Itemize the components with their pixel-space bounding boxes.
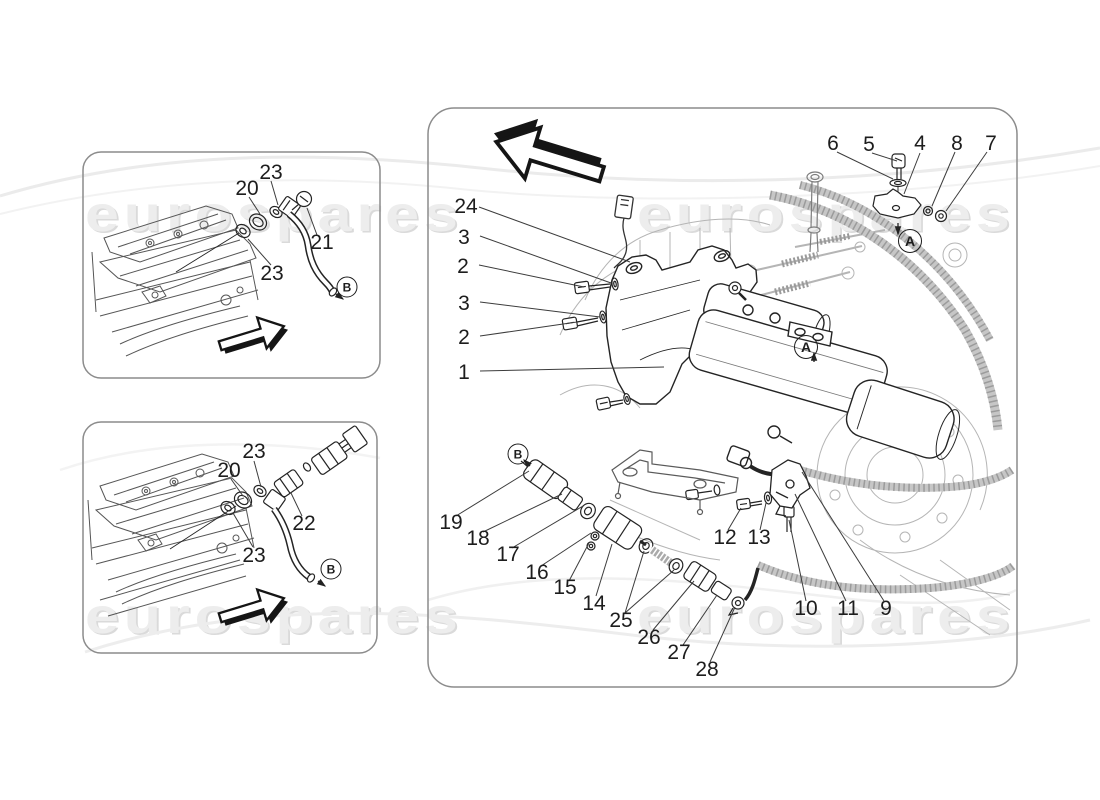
leader-lines — [247, 180, 318, 266]
callout-17: 17 — [496, 543, 520, 566]
panel-top-left-drawing — [91, 180, 345, 367]
panel-bottom-left-drawing — [87, 425, 368, 639]
marker-b: B — [320, 558, 342, 580]
callout-3: 3 — [458, 292, 470, 315]
callout-23: 23 — [260, 262, 284, 285]
callout-9: 9 — [880, 597, 892, 620]
engine-sketch — [91, 205, 259, 357]
callout-20: 20 — [217, 459, 241, 482]
panel-main-box — [427, 107, 1018, 688]
callout-1: 1 — [458, 361, 470, 384]
union-fitting-22 — [273, 469, 304, 498]
direction-arrow-icon — [482, 105, 614, 202]
callout-7: 7 — [985, 132, 997, 155]
callout-19: 19 — [439, 511, 463, 534]
hose-assembly-top — [175, 190, 338, 297]
callout-10: 10 — [794, 597, 818, 620]
callout-28: 28 — [695, 658, 719, 681]
callout-25: 25 — [609, 609, 633, 632]
callout-24: 24 — [454, 195, 478, 218]
marker-b: B — [336, 276, 358, 298]
support-bracket-4 — [872, 188, 922, 219]
callout-2: 2 — [457, 255, 469, 278]
callout-21: 21 — [310, 231, 334, 254]
callout-15: 15 — [553, 576, 577, 599]
callout-18: 18 — [466, 527, 490, 550]
panel-top-left-box — [82, 151, 381, 379]
dipstick — [806, 171, 824, 253]
retaining-bracket-9 — [769, 459, 811, 517]
callout-23: 23 — [259, 161, 283, 184]
callout-16: 16 — [525, 561, 549, 584]
pressure-sensor — [311, 425, 368, 475]
callout-22: 22 — [292, 512, 316, 535]
support-frame — [611, 449, 739, 516]
bracket-fastener-group — [872, 153, 948, 223]
background-swoosh — [0, 146, 1100, 654]
tie-rods — [738, 229, 886, 306]
marker-a: A — [794, 335, 818, 359]
callout-8: 8 — [951, 132, 963, 155]
panel-main-drawing — [455, 105, 1016, 663]
callout-20: 20 — [235, 177, 259, 200]
actuator-power-unit — [605, 245, 961, 477]
callout-26: 26 — [637, 626, 661, 649]
panel-bottom-left-box — [82, 421, 378, 654]
callout-13: 13 — [747, 526, 771, 549]
callout-12: 12 — [713, 526, 737, 549]
callout-11: 11 — [837, 597, 859, 620]
callout-3: 3 — [458, 226, 470, 249]
flow-arrow-b — [334, 291, 345, 300]
hose-assembly-bottom — [169, 425, 368, 583]
watermark-text: eurospares — [637, 588, 1015, 644]
panel-borders — [82, 107, 1018, 688]
callout-6: 6 — [827, 132, 839, 155]
marker-b: B — [507, 443, 529, 465]
direction-arrow-icon — [214, 580, 294, 639]
wiring-connector — [613, 194, 634, 269]
marker-a: A — [898, 229, 922, 253]
direction-arrow-icon — [214, 308, 294, 367]
leader-lines — [230, 460, 303, 548]
callout-2: 2 — [458, 326, 470, 349]
callout-5: 5 — [863, 133, 875, 156]
leader-lines — [455, 151, 988, 663]
callout-23: 23 — [242, 544, 266, 567]
valve-chain — [520, 459, 760, 616]
callout-23: 23 — [242, 440, 266, 463]
flow-arrow-b — [316, 578, 327, 587]
callout-4: 4 — [914, 132, 926, 155]
callout-14: 14 — [582, 592, 606, 615]
callout-27: 27 — [667, 641, 691, 664]
